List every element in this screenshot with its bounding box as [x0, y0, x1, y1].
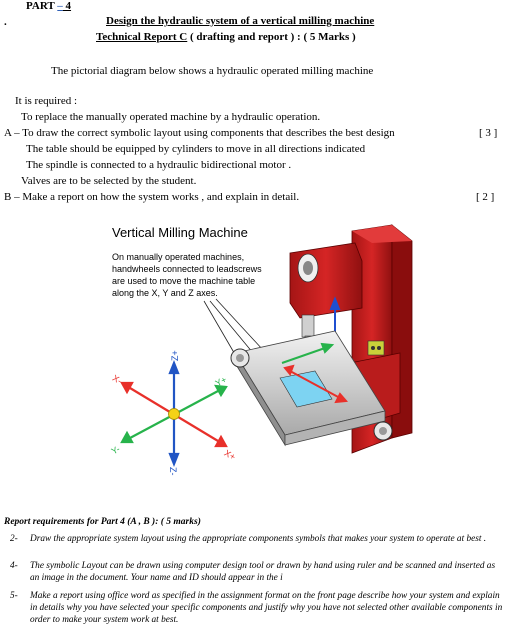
- task-b-marks: [ 2 ]: [476, 191, 495, 203]
- report-item-number: 5-: [10, 591, 18, 601]
- report-item-text: Draw the appropriate system layout using…: [30, 534, 487, 544]
- report-item: 2- Draw the appropriate system layout us…: [10, 533, 504, 545]
- axis-origin: [168, 408, 180, 420]
- intro-pictorial: The pictorial diagram below shows a hydr…: [51, 65, 374, 77]
- milling-machine-figure: Vertical Milling Machine On manually ope…: [110, 224, 413, 476]
- report-item-text: The symbolic Layout can be drawn using c…: [30, 561, 496, 583]
- task-a-spindle-line: The spindle is connected to a hydraulic …: [26, 159, 292, 171]
- axis-label-x-plus: X+: [223, 448, 238, 462]
- axis-label-y-minus: Y-: [110, 444, 122, 457]
- table-x-arrow: [283, 364, 349, 404]
- report-item-number: 4-: [10, 561, 18, 571]
- report-item: 5- Make a report using office word as sp…: [10, 590, 504, 626]
- stray-dot: .: [4, 16, 7, 28]
- figure-caption-line-3: are used to move the machine table: [112, 276, 255, 286]
- document-subtitle: Technical Report C ( drafting and report…: [96, 31, 356, 43]
- report-item-text: Make a report using office word as speci…: [30, 591, 503, 625]
- axis-label-z-plus: Z+: [170, 350, 180, 361]
- task-a-table-line: The table should be equipped by cylinder…: [26, 143, 366, 155]
- report-item: 4- The symbolic Layout can be drawn usin…: [10, 560, 504, 584]
- figure-title: Vertical Milling Machine: [112, 225, 248, 240]
- axis-label-z-minus: Z-: [168, 467, 178, 476]
- intro-required: It is required :: [15, 95, 78, 107]
- report-heading: Report requirements for Part 4 (A , B ):…: [4, 517, 201, 527]
- task-a-valves-line: Valves are to be selected by the student…: [21, 175, 197, 187]
- axis-triad: [120, 360, 228, 467]
- axis-label-y-plus: Y+: [214, 374, 229, 388]
- report-item-number: 2-: [10, 534, 18, 544]
- control-box: [367, 340, 385, 356]
- figure-caption-line-4: along the X, Y and Z axes.: [112, 288, 218, 298]
- figure-caption-line-2: handwheels connected to leadscrews: [112, 264, 262, 274]
- machine-table: [234, 330, 386, 447]
- axis-label-x-minus: X-: [111, 373, 124, 386]
- machine-head: [289, 242, 363, 351]
- intro-replace: To replace the manually operated machine…: [21, 111, 321, 123]
- figure-caption-line-1: On manually operated machines,: [112, 252, 244, 262]
- task-a-text: A – To draw the correct symbolic layout …: [4, 127, 395, 139]
- task-a-marks: [ 3 ]: [479, 127, 498, 139]
- table-y-arrow: [281, 342, 335, 364]
- task-b-text: B – Make a report on how the system work…: [4, 191, 300, 203]
- part-label: PART – 4: [26, 0, 72, 12]
- document-title: Design the hydraulic system of a vertica…: [106, 15, 375, 27]
